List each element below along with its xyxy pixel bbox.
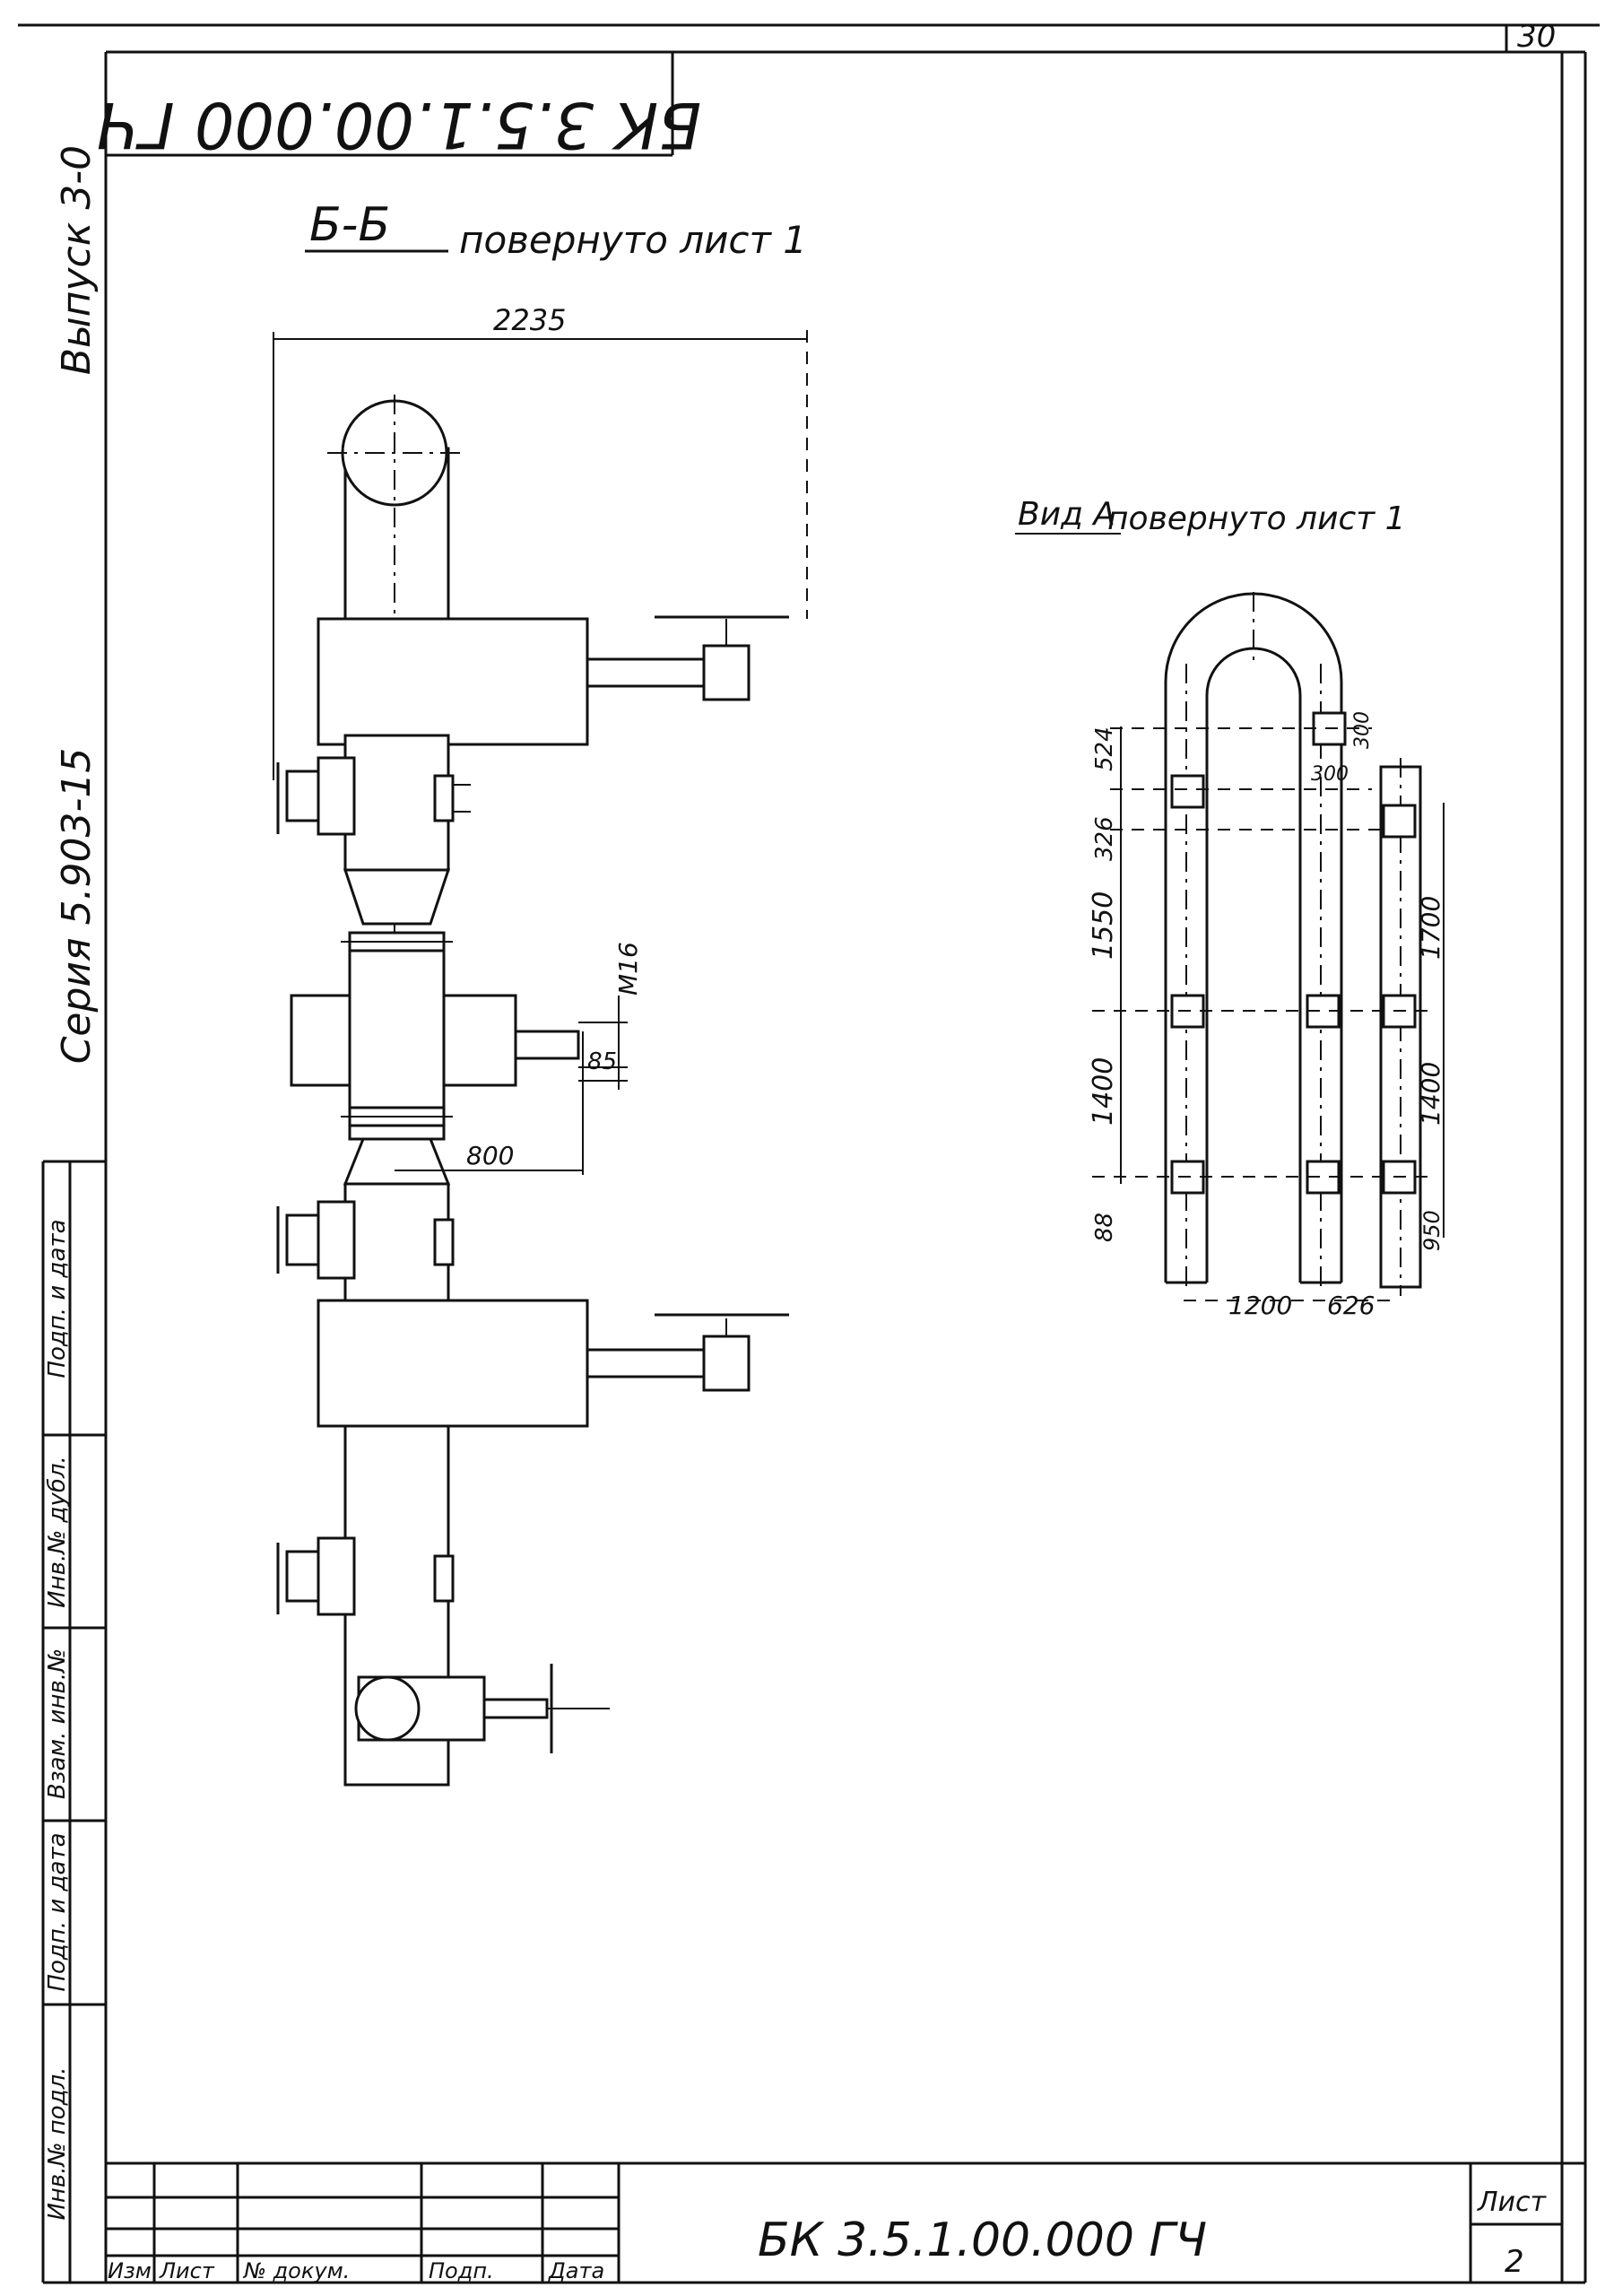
stamp-sign-date-2: Подп. и дата	[44, 1219, 71, 1378]
dim-m16: М16	[613, 942, 643, 996]
dim-626: 626	[1327, 1291, 1375, 1320]
dim-2235: 2235	[493, 303, 566, 337]
dim-950: 950	[1419, 1210, 1445, 1251]
stamp-replaced-inv: Взам. инв.№	[44, 1648, 71, 1799]
designation: БК 3.5.1.00.000 ГЧ	[758, 2213, 1207, 2267]
stamp-inv-duplicate: Инв.№ дубл.	[44, 1456, 71, 1608]
dim-300-top: 300	[1351, 711, 1374, 749]
col-sheet: Лист	[159, 2258, 215, 2283]
col-change: Изм	[108, 2258, 152, 2283]
section-mark: Б-Б	[309, 198, 390, 252]
title-block: Изм Лист № докум. Подп. Дата БК 3.5.1.00…	[106, 2161, 1585, 2283]
issue-label: Выпуск 3-0	[54, 145, 100, 375]
dim-1550: 1550	[1088, 891, 1119, 960]
stamp-inv-original: Инв.№ подл.	[44, 2066, 71, 2220]
col-date: Дата	[548, 2258, 604, 2283]
dim-1200: 1200	[1228, 1291, 1292, 1320]
dim-800: 800	[466, 1141, 514, 1170]
dim-85: 85	[587, 1048, 617, 1075]
section-b-b-drawing: 2235 М16 85	[273, 303, 808, 1787]
sheet-frame	[18, 23, 1600, 2284]
dim-1400-right: 1400	[1416, 1062, 1445, 1126]
view-a-title: Вид А	[1018, 496, 1115, 533]
left-stamp: Инв.№ подл. Подп. и дата Взам. инв.№ Инв…	[41, 1160, 106, 2283]
dim-524: 524	[1091, 726, 1118, 771]
section-note: повернуто лист 1	[459, 218, 807, 262]
col-doc-number: № докум.	[242, 2258, 350, 2283]
dim-300-side: 300	[1311, 763, 1349, 786]
sheet-label: Лист	[1477, 2187, 1548, 2218]
sheet-number: 2	[1505, 2244, 1524, 2280]
series-label: Серия 5.903-15	[54, 748, 100, 1065]
dim-88: 88	[1091, 1213, 1118, 1242]
inverted-document-code: БК 3.5.1.00.000 ГЧ	[97, 88, 702, 161]
view-a-dimensions: 524 326 1550 1400 88 300 300 1700 1400 9…	[1088, 711, 1445, 1320]
dim-1700: 1700	[1416, 896, 1445, 960]
inverted-code-box: БК 3.5.1.00.000 ГЧ	[97, 52, 702, 161]
sheet-corner-number: 30	[1517, 19, 1556, 55]
stamp-sign-date-1: Подп. и дата	[44, 1832, 71, 1991]
view-a-drawing	[1092, 592, 1445, 1301]
view-a-note: повернуто лист 1	[1107, 500, 1406, 537]
col-signature: Подп.	[429, 2258, 494, 2283]
dim-1400-left: 1400	[1088, 1057, 1119, 1126]
dim-326: 326	[1091, 816, 1118, 861]
